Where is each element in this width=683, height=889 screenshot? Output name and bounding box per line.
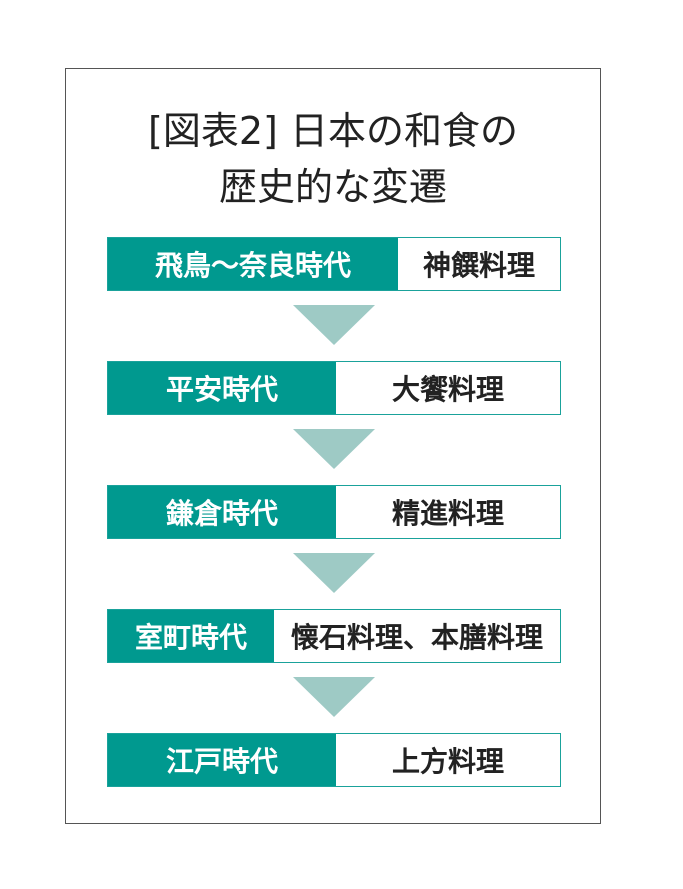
era-label: 室町時代 [108, 610, 274, 662]
down-arrow-icon [293, 553, 375, 593]
cuisine-label: 上方料理 [391, 745, 504, 778]
down-arrow-icon [293, 305, 375, 345]
cuisine-label: 精進料理 [391, 497, 504, 530]
period-row: 室町時代 懐石料理、本膳料理 [107, 609, 561, 663]
period-row: 鎌倉時代 精進料理 [107, 485, 561, 539]
cuisine-label: 懐石料理、本膳料理 [290, 621, 543, 654]
cuisine-label: 大饗料理 [391, 373, 504, 406]
period-row: 江戸時代 上方料理 [107, 733, 561, 787]
period-row: 飛鳥〜奈良時代 神饌料理 [107, 237, 561, 291]
era-label: 鎌倉時代 [108, 486, 336, 538]
cuisine-label: 神饌料理 [422, 249, 535, 282]
era-label: 江戸時代 [108, 734, 336, 786]
down-arrow-icon [293, 677, 375, 717]
title-line-2: 歴史的な変遷 [218, 165, 447, 209]
title-line-1: [図表2] 日本の和食の [148, 109, 518, 153]
era-label: 平安時代 [108, 362, 336, 414]
down-arrow-icon [293, 429, 375, 469]
period-row: 平安時代 大饗料理 [107, 361, 561, 415]
era-label: 飛鳥〜奈良時代 [108, 238, 398, 290]
diagram-frame [65, 68, 601, 824]
